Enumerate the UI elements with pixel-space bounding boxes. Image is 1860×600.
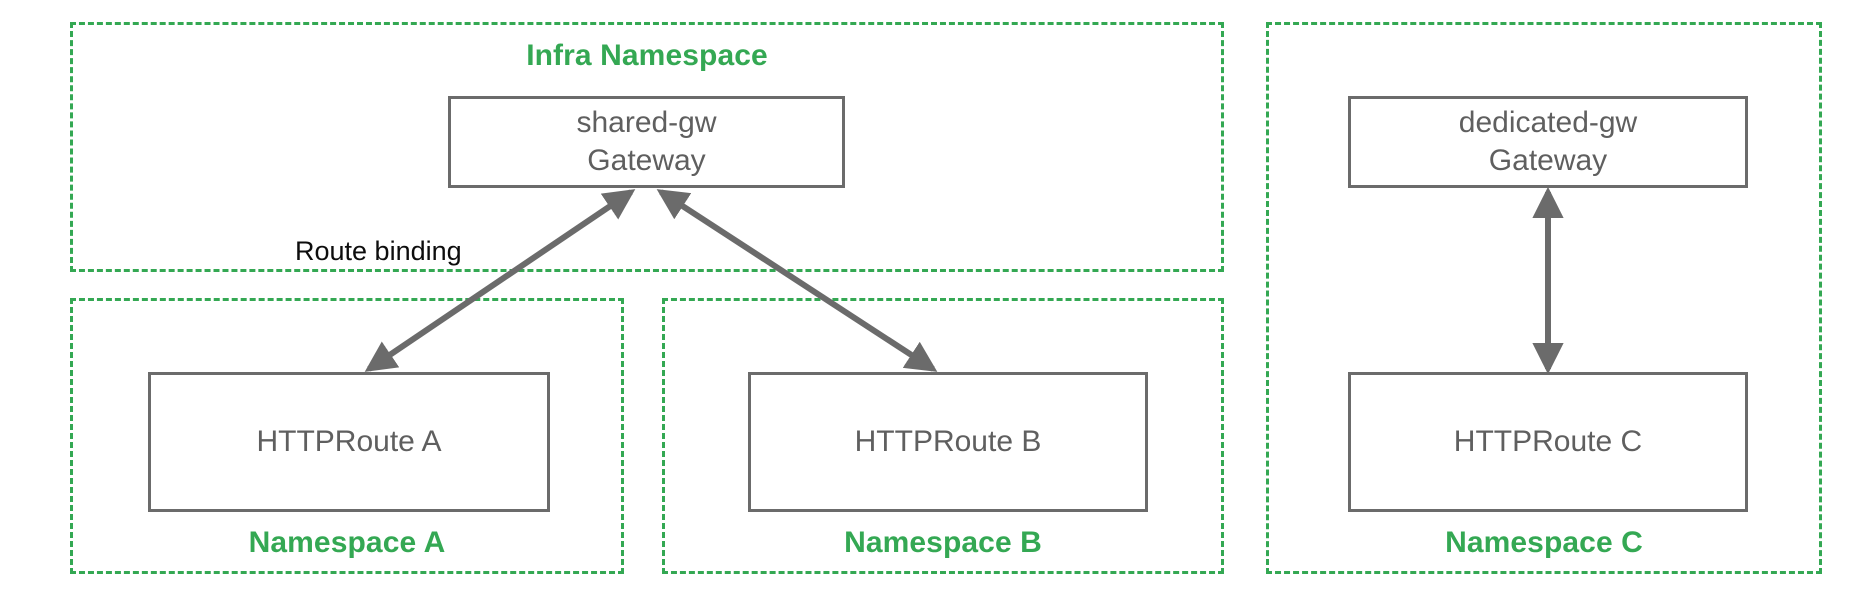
namespace-label-c: Namespace C — [1445, 526, 1643, 559]
resource-box-shared-gw[interactable]: shared-gw Gateway — [448, 96, 845, 188]
namespace-label-a: Namespace A — [248, 526, 446, 559]
namespace-container-c: Namespace C — [1266, 22, 1822, 574]
resource-box-httproute-a[interactable]: HTTPRoute A — [148, 372, 550, 512]
resource-box-httproute-c[interactable]: HTTPRoute C — [1348, 372, 1748, 512]
namespace-container-b: Namespace B — [662, 298, 1224, 574]
resource-box-httproute-b[interactable]: HTTPRoute B — [748, 372, 1148, 512]
namespace-container-infra: Infra Namespace — [70, 22, 1224, 272]
namespace-label-infra: Infra Namespace — [526, 39, 768, 72]
namespace-label-b: Namespace B — [844, 526, 1042, 559]
resource-box-dedicated-gw[interactable]: dedicated-gw Gateway — [1348, 96, 1748, 188]
namespace-container-a: Namespace A — [70, 298, 624, 574]
route-binding-label: Route binding — [295, 236, 462, 266]
